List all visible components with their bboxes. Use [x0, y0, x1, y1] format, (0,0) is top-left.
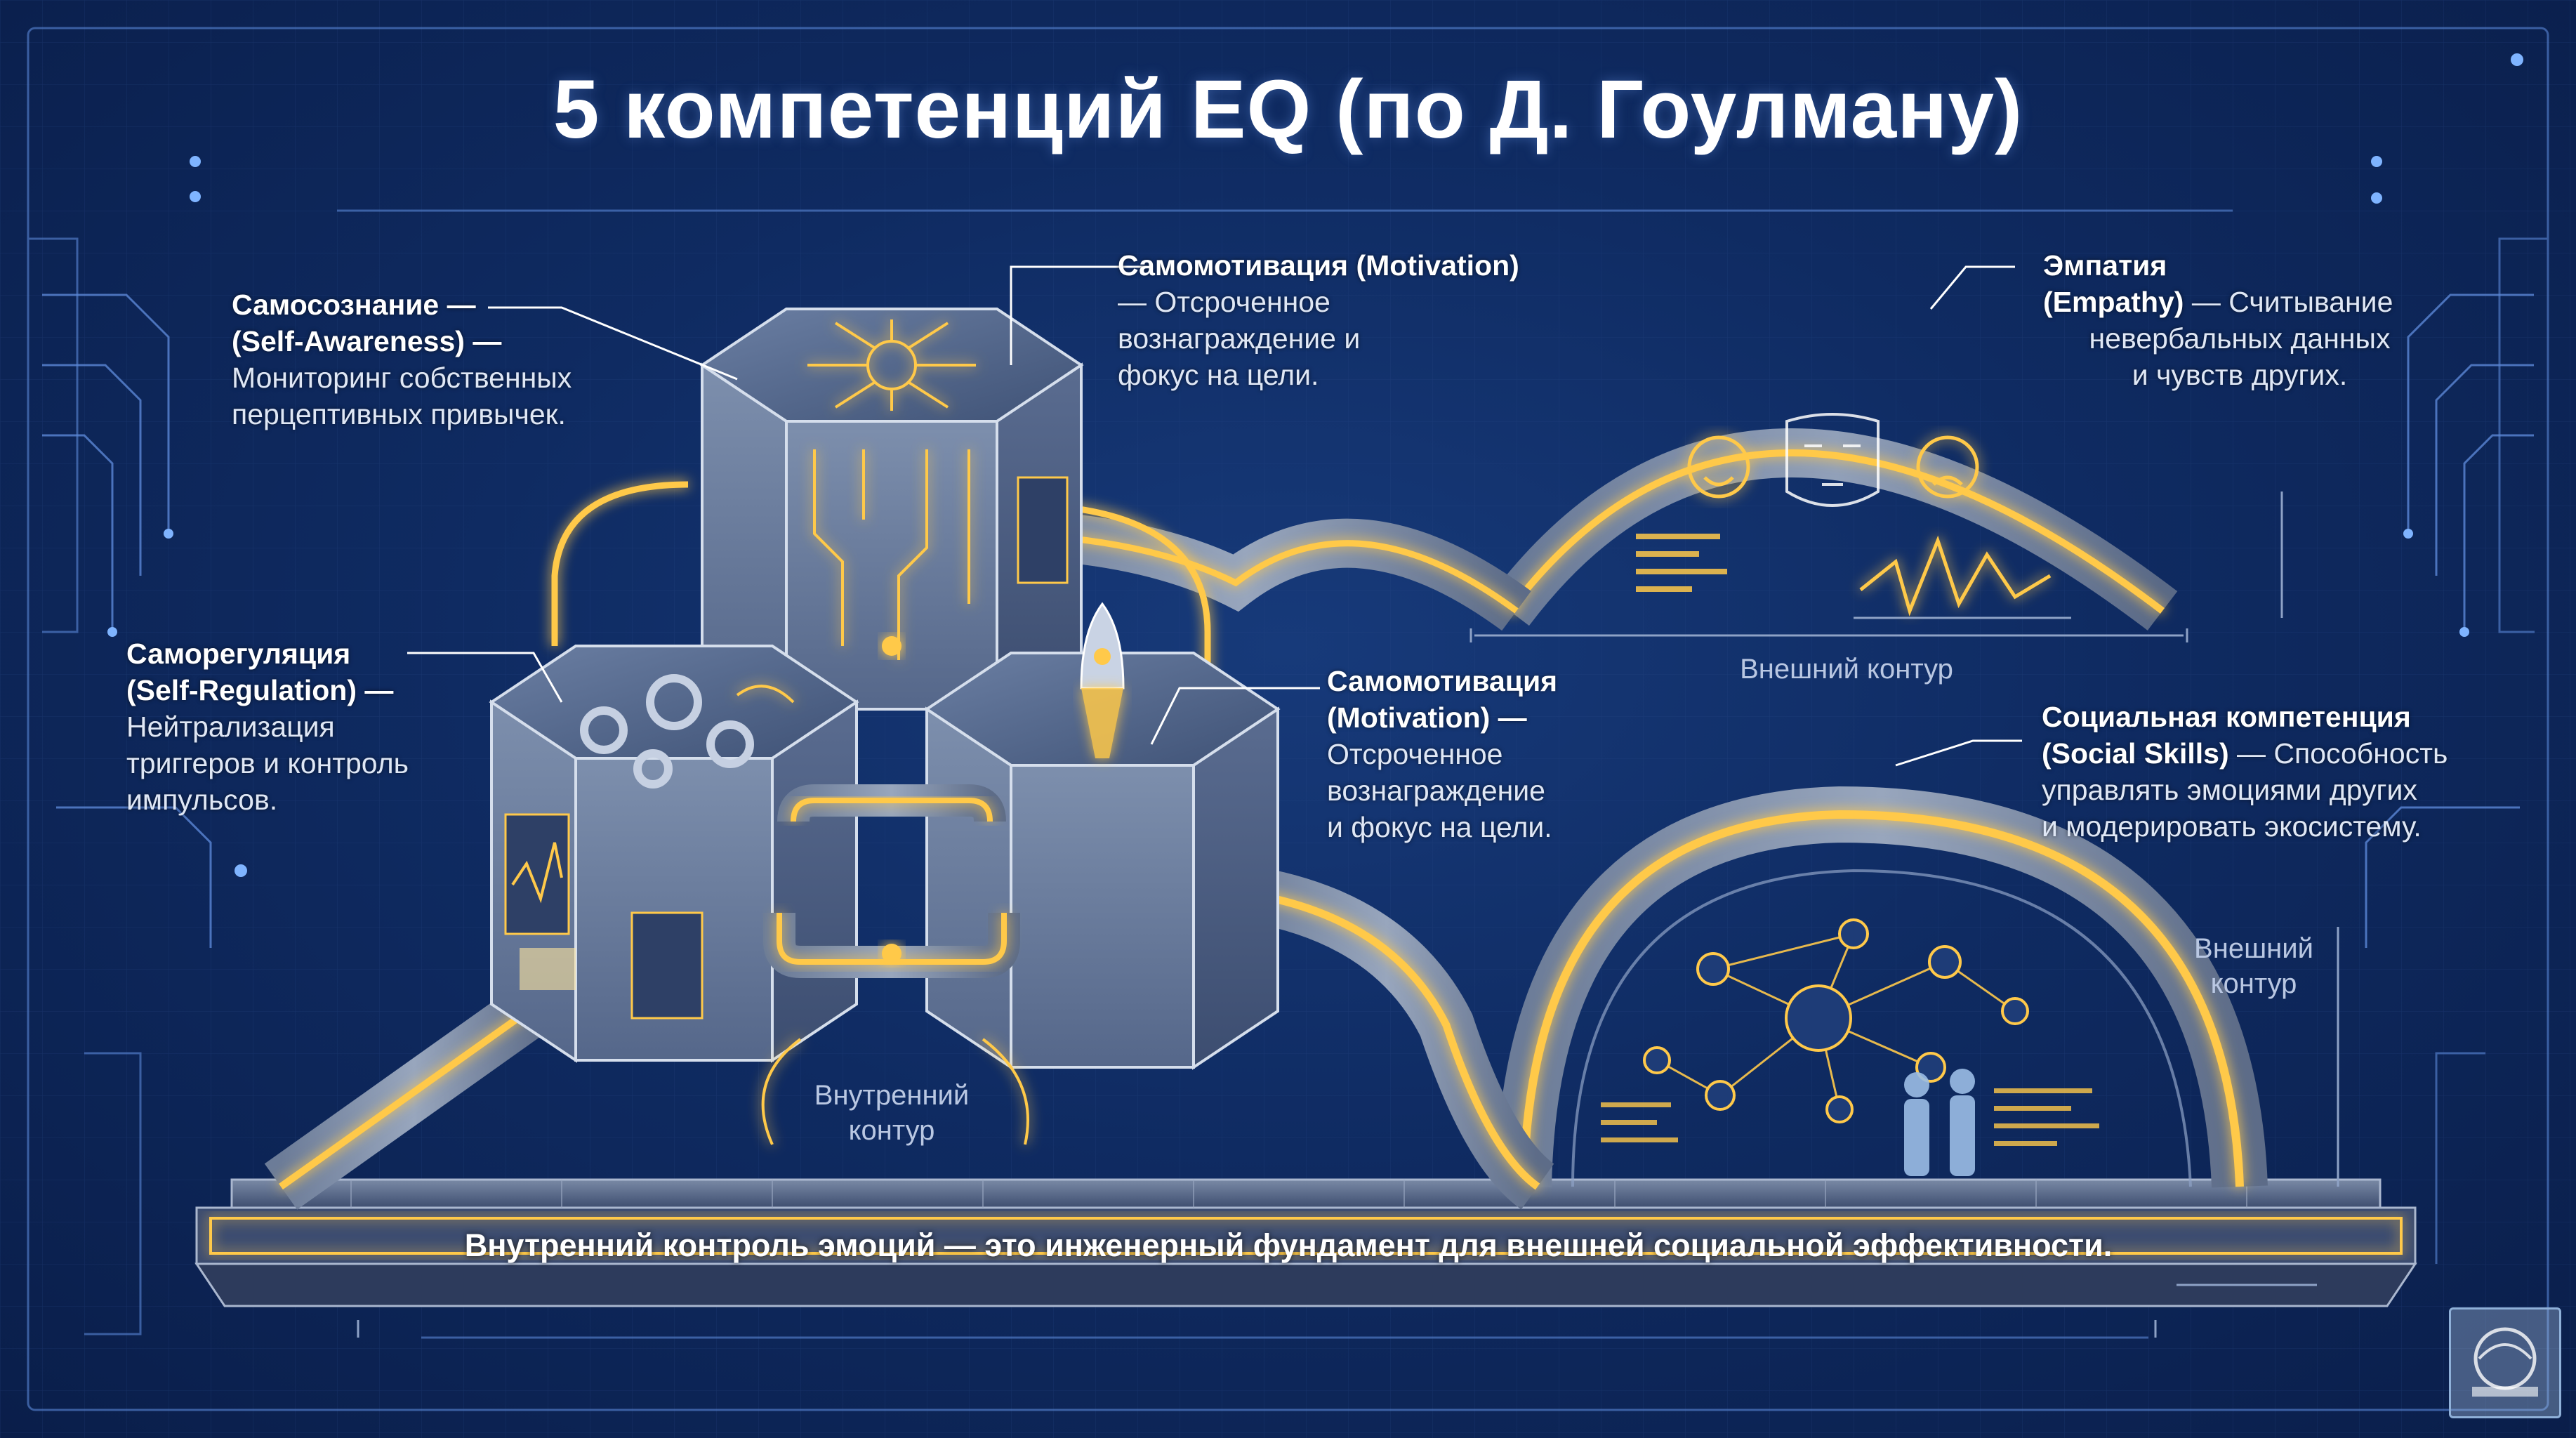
self-awareness-heading: Самосознание —: [232, 289, 476, 321]
self-regulation-line-2: триггеров и контроль: [126, 747, 409, 779]
empathy-line-1: невербальных данных: [2089, 322, 2391, 355]
social-skills-subheading-rest: — Способность: [2228, 737, 2448, 770]
empathy-callout: Эмпатия (Empathy) — Считывание невербаль…: [2022, 247, 2457, 393]
social-skills-callout: Социальная компетенция (Social Skills) —…: [2042, 699, 2533, 845]
motivation-top-line-3: фокус на цели.: [1118, 359, 1319, 391]
rocket-icon: [1080, 602, 1125, 758]
inner-contour-label: Внутренний контур: [786, 1078, 997, 1148]
motivation-top-callout: Самомотивация (Motivation) — Отсроченное…: [1118, 247, 1609, 393]
social-skills-line-1: управлять эмоциями других: [2042, 774, 2417, 806]
motivation-mid-line-2: вознаграждение: [1327, 774, 1545, 807]
inner-contour-line-1: Внутренний: [814, 1080, 970, 1111]
motivation-top-heading: Самомотивация (Motivation): [1118, 249, 1519, 282]
empathy-subheading: (Empathy): [2043, 286, 2184, 318]
outer-contour-right-line-1: Внешний: [2194, 933, 2313, 964]
self-awareness-line-2: перцептивных привычек.: [232, 398, 566, 430]
page-title: 5 компетенций EQ (по Д. Гоулману): [553, 63, 2023, 156]
social-skills-subheading: (Social Skills): [2042, 737, 2229, 770]
social-skills-heading: Социальная компетенция: [2042, 701, 2411, 733]
motivation-mid-subheading: (Motivation) —: [1327, 701, 1527, 734]
motivation-mid-heading: Самомотивация: [1327, 665, 1558, 697]
company-logo-icon: [2449, 1307, 2561, 1418]
motivation-mid-line-1: Отсроченное: [1327, 738, 1503, 770]
self-regulation-heading: Саморегуляция: [126, 638, 351, 670]
motivation-top-line-2: вознаграждение и: [1118, 322, 1361, 355]
social-skills-line-2: и модерировать экосистему.: [2042, 810, 2422, 843]
outer-contour-top-label: Внешний контур: [1740, 654, 1953, 685]
foundation-banner: Внутренний контроль эмоций — это инженер…: [464, 1227, 2113, 1263]
empathy-line-2: и чувств других.: [2132, 359, 2348, 391]
outer-contour-right-line-2: контур: [2210, 968, 2297, 999]
motivation-mid-callout: Самомотивация (Motivation) — Отсроченное…: [1327, 663, 1692, 845]
self-awareness-callout: Самосознание — (Self-Awareness) — Монито…: [232, 286, 667, 433]
self-regulation-subheading: (Self-Regulation) —: [126, 674, 394, 706]
inner-contour-line-2: контур: [848, 1115, 935, 1146]
self-regulation-line-1: Нейтрализация: [126, 711, 335, 743]
self-regulation-line-3: импульсов.: [126, 784, 278, 816]
empathy-subheading-rest: — Считывание: [2184, 286, 2393, 318]
self-regulation-callout: Саморегуляция (Self-Regulation) — Нейтра…: [126, 635, 520, 818]
empathy-heading: Эмпатия: [2043, 249, 2167, 282]
motivation-mid-line-3: и фокус на цели.: [1327, 811, 1552, 843]
self-awareness-subheading: (Self-Awareness) —: [232, 325, 502, 357]
self-awareness-line-1: Мониторинг собственных: [232, 362, 572, 394]
outer-contour-right-label: Внешний контур: [2148, 931, 2359, 1001]
motivation-top-line-1: — Отсроченное: [1118, 286, 1330, 318]
